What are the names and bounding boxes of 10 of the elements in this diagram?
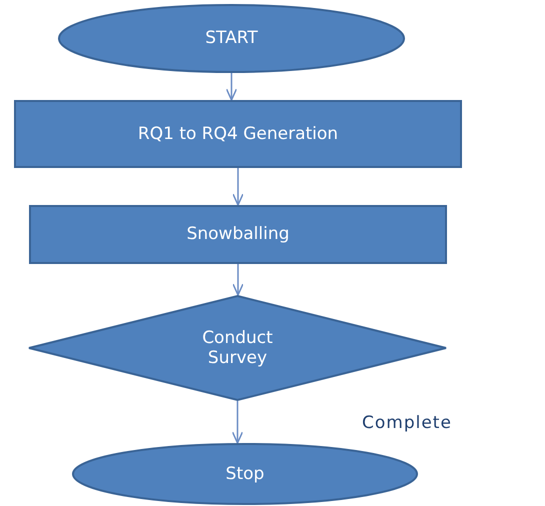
node-label: START (205, 28, 258, 49)
arrow (232, 168, 244, 206)
node-label: Snowballing (186, 224, 290, 245)
outcome-label: Complete (362, 413, 452, 433)
node-label: Conduct Survey (201, 328, 274, 368)
arrow (232, 264, 244, 296)
arrow (232, 401, 244, 444)
node-label: Stop (226, 464, 264, 484)
node-label: RQ1 to RQ4 Generation (138, 124, 338, 144)
arrow (226, 73, 238, 101)
